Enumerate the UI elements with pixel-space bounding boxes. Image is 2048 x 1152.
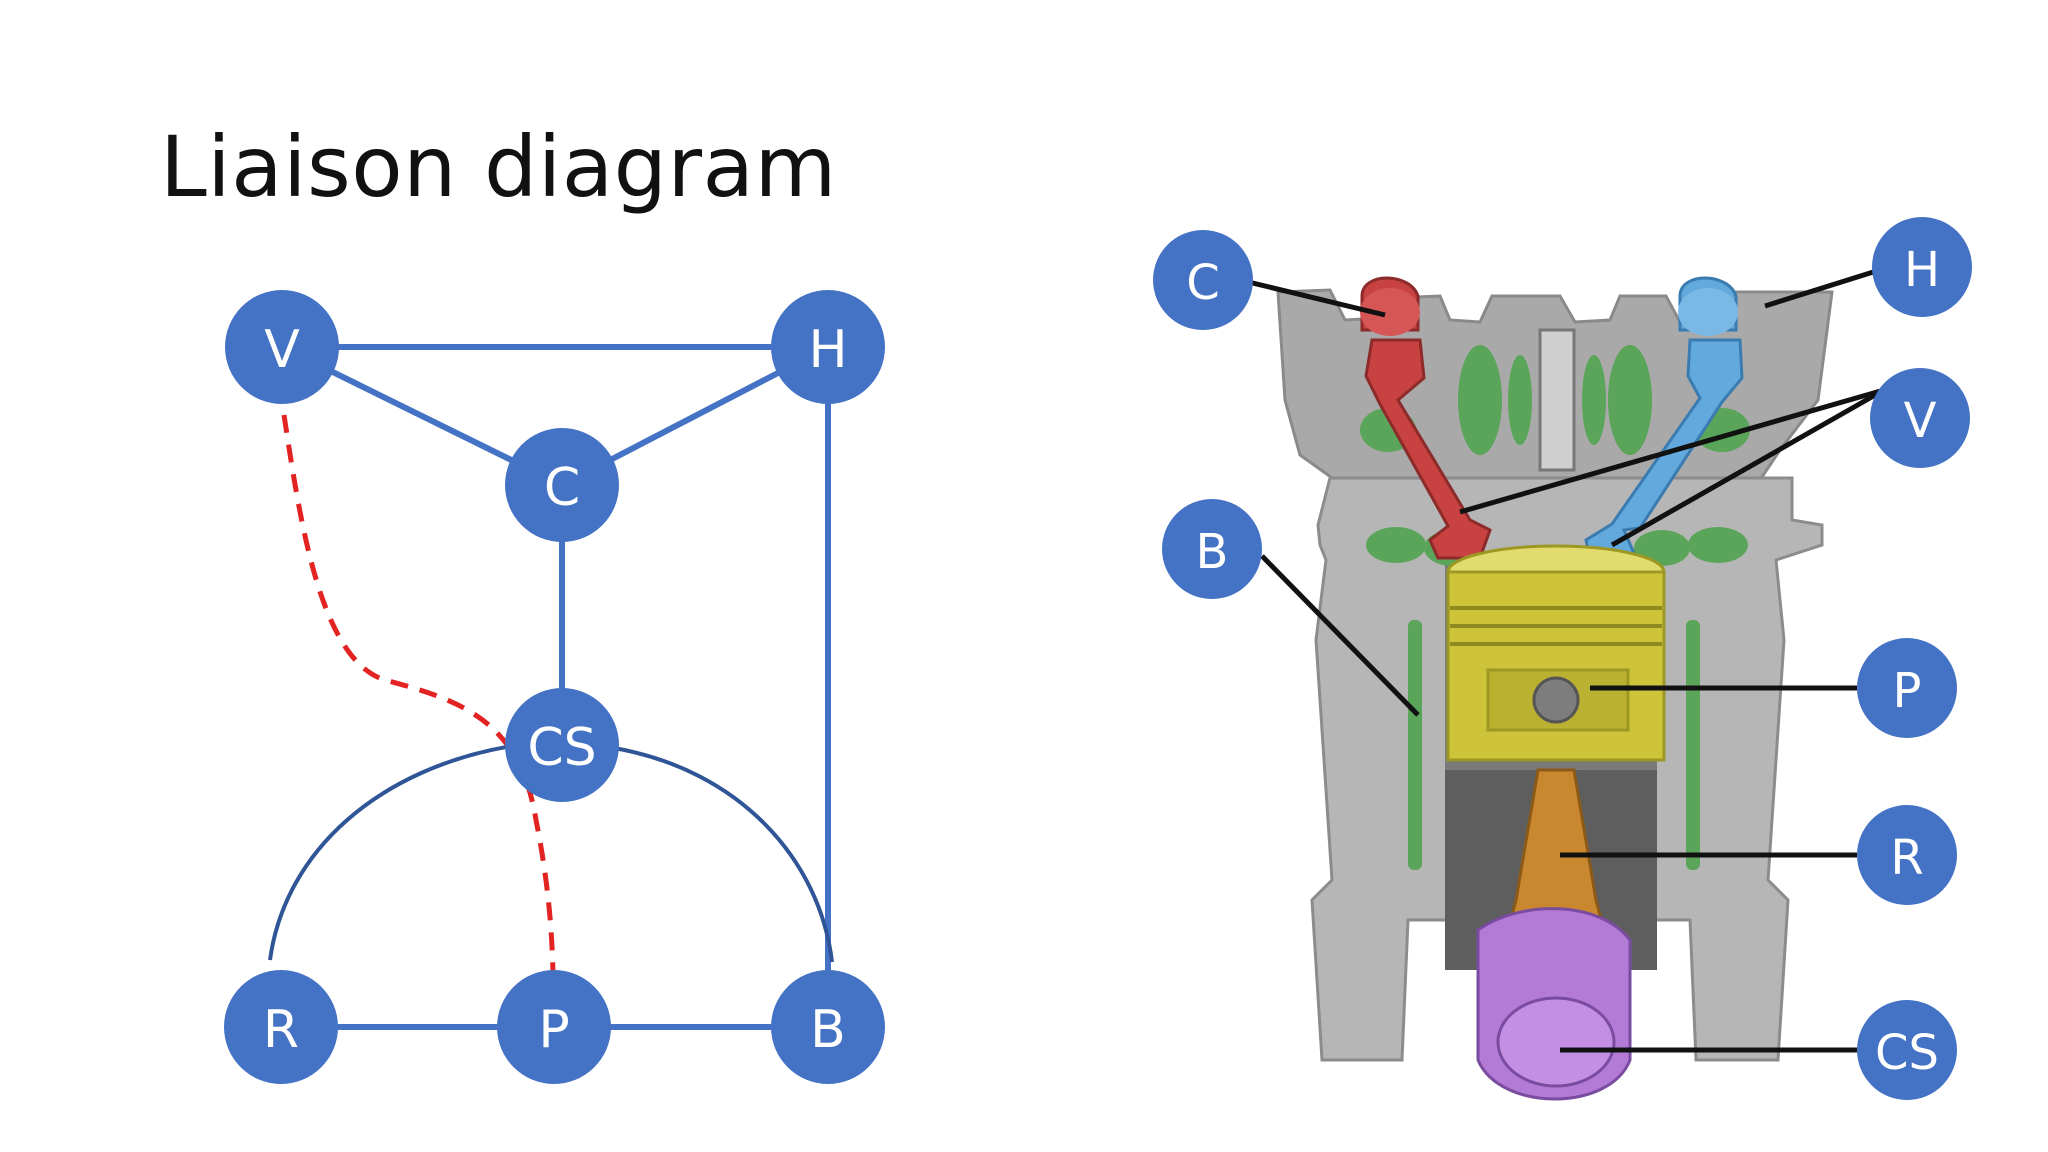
- callout-c: C: [1153, 230, 1253, 330]
- graph-node-r-label: R: [263, 1000, 299, 1060]
- callout-v-label: V: [1904, 393, 1937, 449]
- intake-camshaft: [1360, 276, 1420, 336]
- graph-node-r: R: [224, 970, 338, 1084]
- callout-h: H: [1872, 217, 1972, 317]
- engine-cutaway-illustration: C H V B P R CS: [1153, 217, 1972, 1101]
- liaison-graph: V H C CS R P B: [224, 290, 885, 1084]
- edge-cs-r-arc: [268, 744, 513, 961]
- callout-v: V: [1870, 368, 1970, 468]
- callout-h-label: H: [1904, 242, 1940, 298]
- callout-lines: [1239, 265, 1887, 1053]
- callout-p-label: P: [1893, 663, 1922, 719]
- callout-b: B: [1162, 499, 1262, 599]
- graph-node-b-label: B: [810, 1000, 846, 1060]
- callout-b-label: B: [1196, 524, 1229, 580]
- graph-node-cs: CS: [505, 688, 619, 802]
- callout-p: P: [1857, 638, 1957, 738]
- graph-node-c: C: [505, 428, 619, 542]
- graph-node-h-label: H: [808, 320, 847, 380]
- slide-title: Liaison diagram: [160, 118, 837, 216]
- callout-cs-label: CS: [1875, 1025, 1939, 1081]
- graph-node-c-label: C: [544, 458, 580, 518]
- piston: [1446, 544, 1666, 762]
- graph-node-b: B: [771, 970, 885, 1084]
- graph-node-p-label: P: [538, 1000, 569, 1060]
- spark-plug: [1538, 328, 1576, 472]
- callout-c-label: C: [1186, 255, 1220, 311]
- graph-node-v: V: [225, 290, 339, 404]
- graph-node-p: P: [497, 970, 611, 1084]
- graph-node-v-label: V: [264, 320, 300, 380]
- edge-cs-b-arc: [613, 746, 834, 963]
- graph-node-cs-label: CS: [527, 718, 596, 778]
- crankshaft: [1476, 907, 1632, 1101]
- callout-cs: CS: [1857, 1000, 1957, 1100]
- callout-r-label: R: [1890, 830, 1923, 886]
- callout-r: R: [1857, 805, 1957, 905]
- edge-v-p-dashed: [281, 414, 556, 974]
- graph-node-h: H: [771, 290, 885, 404]
- exhaust-camshaft: [1678, 276, 1738, 336]
